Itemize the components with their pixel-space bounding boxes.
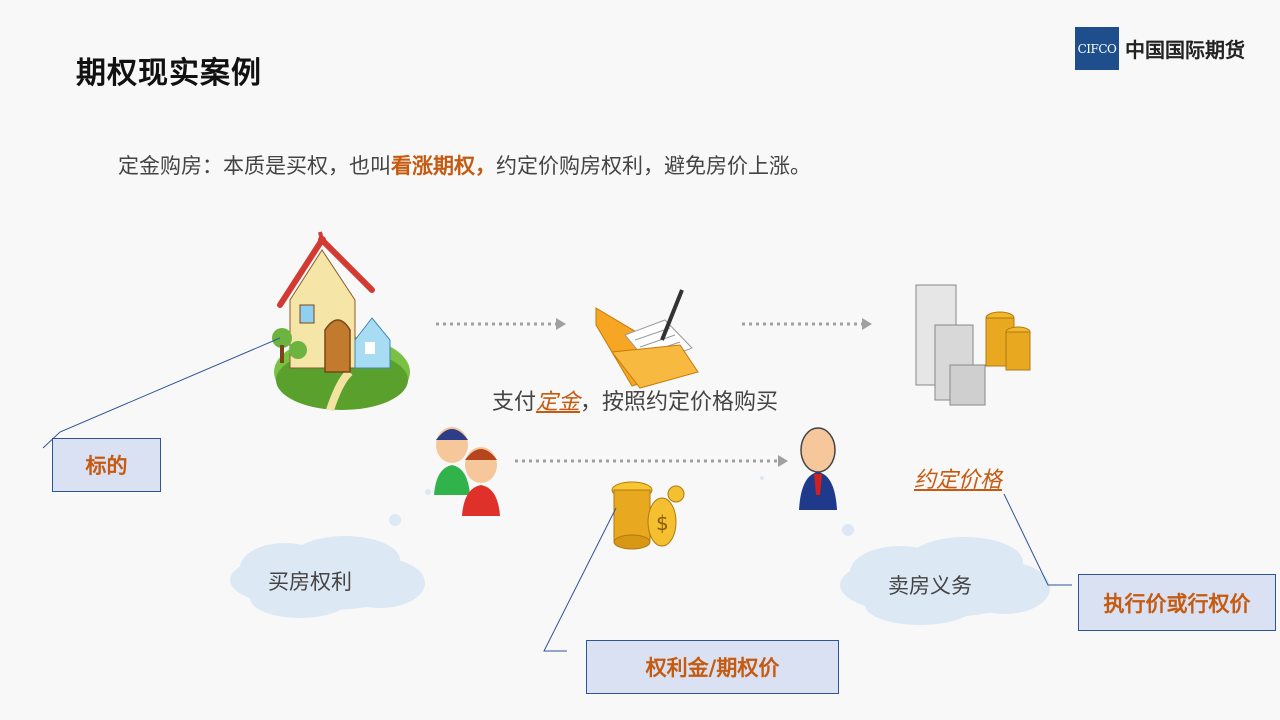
intro-highlight: 看涨期权， bbox=[391, 154, 496, 178]
buyers-icon bbox=[434, 427, 500, 516]
callout-strike bbox=[1003, 493, 1072, 586]
cifco-logo: CIFCO 中国国际期货 bbox=[1075, 27, 1245, 70]
flow-arrows bbox=[436, 322, 862, 463]
agreed-price-label: 约定价格 bbox=[914, 468, 1003, 493]
box-underlying: 标的 bbox=[52, 438, 161, 492]
cloud-buy-label: 买房权利 bbox=[268, 570, 352, 594]
svg-text:$: $ bbox=[656, 511, 669, 535]
page-title: 期权现实案例 bbox=[76, 56, 262, 91]
cloud-sell-label: 卖房义务 bbox=[888, 574, 972, 598]
cloud-buy bbox=[230, 489, 431, 618]
money-stack-icon bbox=[915, 284, 1031, 406]
coins-icon: $ bbox=[611, 481, 685, 550]
pay-deposit-text: 支付定金，按照约定价格购买 bbox=[492, 384, 778, 416]
logo-text: 中国国际期货 bbox=[1125, 38, 1245, 62]
callout-lines bbox=[42, 337, 1072, 652]
logo-mark: CIFCO bbox=[1075, 27, 1119, 70]
seller-icon bbox=[799, 427, 837, 510]
house-icon bbox=[272, 231, 410, 412]
contract-folder-icon bbox=[595, 289, 699, 389]
pay-before: 支付 bbox=[492, 390, 537, 415]
pay-after: ，按照约定价格购买 bbox=[580, 390, 779, 415]
intro-sentence: 定金购房：本质是买权，也叫看涨期权，约定价购房权利，避免房价上涨。 bbox=[118, 150, 811, 180]
pay-deposit-em: 定金 bbox=[536, 390, 581, 415]
intro-after: 约定价购房权利，避免房价上涨。 bbox=[496, 154, 811, 178]
cloud-sell bbox=[760, 476, 1050, 625]
intro-before: 定金购房：本质是买权，也叫 bbox=[118, 154, 391, 178]
box-premium: 权利金/期权价 bbox=[586, 640, 839, 694]
callout-premium bbox=[543, 507, 617, 652]
callout-underlying bbox=[42, 337, 281, 449]
box-strike: 执行价或行权价 bbox=[1078, 574, 1276, 631]
arrow-heads bbox=[556, 318, 872, 467]
